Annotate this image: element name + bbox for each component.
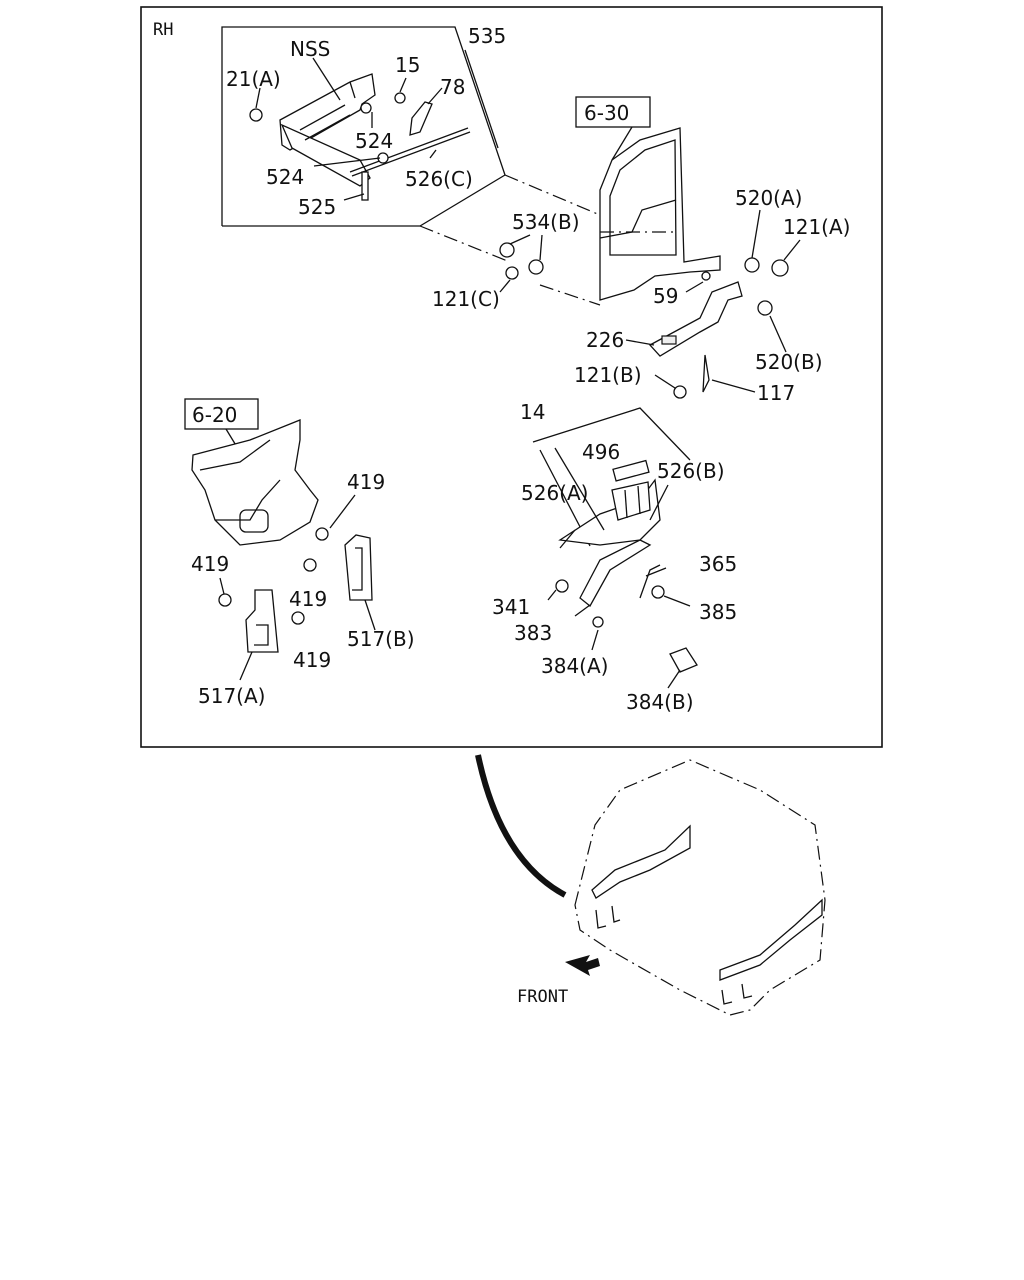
callout-385: 385 <box>699 600 737 624</box>
callout-524a: 524 <box>355 129 393 153</box>
callout-517a: 517(A) <box>198 684 265 708</box>
callout-520b: 520(B) <box>755 350 823 374</box>
front-label: FRONT <box>517 987 568 1007</box>
callout-520a: 520(A) <box>735 186 802 210</box>
wheel-house: 6-20 <box>184 398 319 546</box>
callout-419a: 419 <box>347 470 385 494</box>
callout-226: 226 <box>586 328 624 352</box>
callout-117: 117 <box>757 381 795 405</box>
part-534b <box>499 234 544 293</box>
callout-419d: 419 <box>293 648 331 672</box>
ref-label-6-20: 6-20 <box>192 403 237 427</box>
callout-419b: 419 <box>191 552 229 576</box>
ref-label-6-30: 6-30 <box>584 101 629 125</box>
callout-labels: NSS 535 21(A) 15 78 524 524 526(C) 525 5… <box>191 24 850 714</box>
callout-15: 15 <box>395 53 420 77</box>
callout-524b: 524 <box>266 165 304 189</box>
callout-535: 535 <box>468 24 506 48</box>
callout-nss: NSS <box>290 37 330 61</box>
brackets-517 <box>218 494 376 681</box>
callout-517b: 517(B) <box>347 627 415 651</box>
callout-21a: 21(A) <box>226 67 281 91</box>
callout-121c: 121(C) <box>432 287 500 311</box>
callout-526b: 526(B) <box>657 459 725 483</box>
callout-121b: 121(B) <box>574 363 642 387</box>
cab-panel: 6-30 <box>575 96 721 301</box>
lower-bracket <box>625 271 756 399</box>
nss-subassembly <box>221 26 506 227</box>
callout-14: 14 <box>520 400 545 424</box>
callout-383: 383 <box>514 621 552 645</box>
ref-box-6-20 <box>184 398 259 430</box>
callout-384b: 384(B) <box>626 690 694 714</box>
callout-78: 78 <box>440 75 465 99</box>
callout-384a: 384(A) <box>541 654 608 678</box>
cab-overview: FRONT <box>475 754 826 1016</box>
sub-assembly-14 <box>532 407 698 689</box>
nuts-520 <box>744 209 801 353</box>
ref-box-6-30 <box>575 96 651 128</box>
callout-365: 365 <box>699 552 737 576</box>
section-label: RH <box>153 20 173 40</box>
callout-496: 496 <box>582 440 620 464</box>
callout-534b: 534(B) <box>512 210 580 234</box>
callout-525: 525 <box>298 195 336 219</box>
callout-526a: 526(A) <box>521 481 588 505</box>
callout-341: 341 <box>492 595 530 619</box>
callout-526c: 526(C) <box>405 167 473 191</box>
callout-121a: 121(A) <box>783 215 850 239</box>
callout-419c: 419 <box>289 587 327 611</box>
callout-59: 59 <box>653 284 678 308</box>
diagram-frame <box>140 6 883 748</box>
